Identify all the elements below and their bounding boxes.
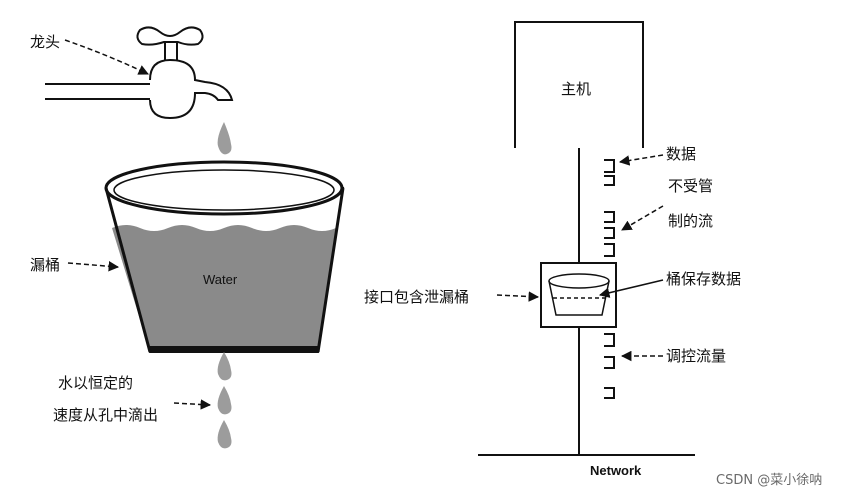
- watermark: CSDN @菜小徐呐: [716, 473, 822, 488]
- water-label: Water: [203, 272, 238, 287]
- uncontrolled-label-line2: 制的流: [668, 212, 713, 230]
- bucket-arrow: [67, 261, 120, 272]
- water-drop-icon: [217, 386, 232, 415]
- small-bucket-icon: [548, 273, 610, 316]
- faucet-arrow: [64, 39, 149, 75]
- bucket-store-label: 桶保存数据: [666, 270, 741, 288]
- bucket-icon: [104, 160, 345, 353]
- data-label: 数据: [666, 145, 696, 163]
- faucet-icon: [45, 26, 234, 120]
- faucet-label: 龙头: [30, 33, 60, 51]
- unregulated-packets: [604, 159, 615, 257]
- water-drop-icon: [217, 122, 232, 155]
- water-drop-icon: [217, 420, 232, 449]
- host-label: 主机: [561, 80, 591, 98]
- regulated-label: 调控流量: [666, 347, 726, 365]
- interface-label: 接口包含泄漏桶: [364, 288, 469, 306]
- water-drop-icon: [217, 352, 232, 381]
- bucket-label: 漏桶: [30, 256, 60, 274]
- host-box: [514, 21, 644, 148]
- regulated-packets: [604, 333, 615, 399]
- uncontrolled-arrow: [621, 205, 664, 231]
- network-label: Network: [590, 463, 642, 478]
- bucket-store-arrow: [598, 279, 664, 298]
- interface-arrow: [496, 291, 540, 302]
- data-arrow: [618, 154, 664, 166]
- uncontrolled-label-line1: 不受管: [668, 177, 713, 195]
- outflow-arrow: [173, 399, 212, 410]
- outflow-label-line2: 速度从孔中滴出: [53, 406, 158, 424]
- outflow-label-line1: 水以恒定的: [58, 374, 133, 392]
